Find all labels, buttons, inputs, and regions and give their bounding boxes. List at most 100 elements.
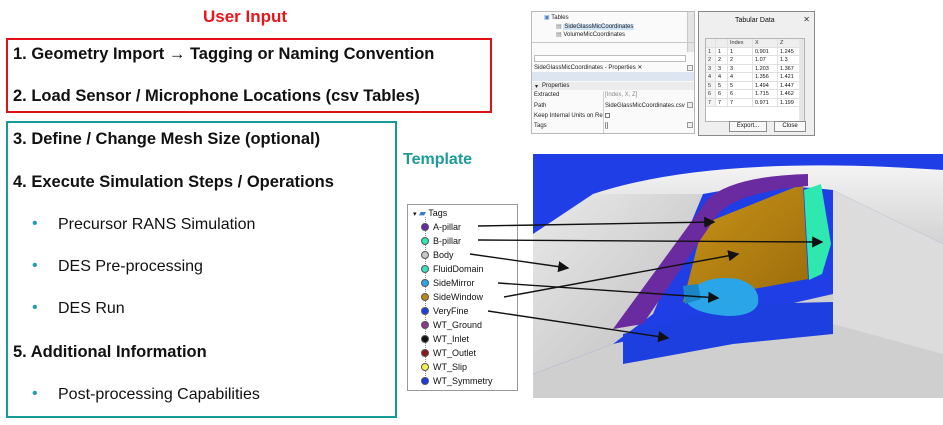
color-swatch-icon [421,335,429,343]
table-cell[interactable]: 4 [716,73,728,82]
bullet-dot-icon: • [32,215,38,232]
row-number[interactable]: 3 [706,64,716,73]
template-steps-box [6,121,397,418]
properties-toolbar [532,72,694,81]
collapse-icon[interactable]: ▾ [535,84,539,90]
table-cell[interactable]: 1.715 [753,90,778,99]
color-swatch-icon [421,223,429,231]
prop-key-path: Path [534,103,547,109]
tag-item-body[interactable]: Body [421,250,454,260]
edit-tags-button[interactable] [687,122,693,128]
step-4-execute-simulation: 4. Execute Simulation Steps / Operations [13,173,334,191]
tag-item-b-pillar[interactable]: B-pillar [421,236,461,246]
prop-value-extracted[interactable]: [Index, X, Z] [605,92,638,98]
table-grid: Index X Z 1 1 1 0.901 1.245 2 2 2 1.07 1… [706,39,803,107]
column-header[interactable] [716,39,728,48]
close-button[interactable]: Close [774,121,806,132]
browse-path-button[interactable] [687,102,693,108]
color-swatch-icon [421,293,429,301]
color-swatch-icon [421,251,429,259]
column-header-index[interactable]: Index [728,39,753,48]
tree-scrollbar[interactable] [687,12,694,52]
template-heading: Template [403,151,473,168]
pin-button[interactable] [687,65,693,71]
table-cell[interactable]: 0.901 [753,47,778,56]
row-number[interactable]: 6 [706,90,716,99]
table-cell[interactable]: 6 [728,90,753,99]
prop-value-tags[interactable]: [] [605,123,609,129]
tags-tree-panel: ▾ ▰ Tags A-pillar B-pillar Body FluidDom… [407,204,518,391]
bullet-dot-icon: • [32,257,38,274]
table-cell[interactable]: 6 [716,90,728,99]
tree-filter-input[interactable] [534,55,686,62]
table-cell[interactable]: 1.356 [753,73,778,82]
tag-item-sidemirror[interactable]: SideMirror [421,278,475,288]
tree-item-sideglassmiccoordinates[interactable]: ▤ SideGlassMicCoordinates [556,24,635,30]
table-cell[interactable]: 2 [728,56,753,65]
table-cell[interactable]: 5 [728,81,753,90]
tables-tree-root[interactable]: ▣ Tables [544,15,569,21]
bullet-precursor-rans: •Precursor RANS Simulation [32,215,256,233]
tag-item-wt-symmetry[interactable]: WT_Symmetry [421,376,493,386]
properties-group-header[interactable]: ▾ Properties [532,82,694,90]
tag-item-a-pillar[interactable]: A-pillar [421,222,461,232]
tables-properties-panel: ▣ Tables ▤ SideGlassMicCoordinates ▤ Vol… [531,11,695,134]
table-cell[interactable]: 7 [716,98,728,107]
table-cell[interactable]: 3 [716,64,728,73]
export-button[interactable]: Export... [729,121,767,132]
bullet-post-processing: •Post-processing Capabilities [32,385,260,403]
color-swatch-icon [421,307,429,315]
table-cell[interactable]: 0.971 [753,98,778,107]
row-number[interactable]: 5 [706,81,716,90]
row-number[interactable]: 1 [706,47,716,56]
table-cell[interactable]: 4 [728,73,753,82]
step-3-mesh-size: 3. Define / Change Mesh Size (optional) [13,130,321,148]
table-cell[interactable]: 2 [716,56,728,65]
tag-item-sidewindow[interactable]: SideWindow [421,292,483,302]
color-swatch-icon [421,349,429,357]
prop-key-extracted: Extracted [534,92,560,98]
car-render-viewport[interactable] [533,154,943,398]
tags-tree-root[interactable]: ▾ ▰ Tags [413,208,448,218]
table-cell[interactable]: 3 [728,64,753,73]
user-input-box [6,38,492,113]
color-swatch-icon [421,279,429,287]
prop-key-tags: Tags [534,123,547,129]
table-cell[interactable]: 1.494 [753,81,778,90]
tabular-data-dialog: Tabular Data ✕ Index X Z 1 1 1 0.901 1.2… [698,11,815,136]
close-icon[interactable]: ✕ [637,65,643,71]
row-number[interactable]: 7 [706,98,716,107]
row-number[interactable]: 4 [706,73,716,82]
tag-item-wt-inlet[interactable]: WT_Inlet [421,334,469,344]
panel-divider [532,42,694,43]
prop-checkbox-keep-internal-units[interactable] [605,113,610,120]
user-input-heading: User Input [203,7,288,26]
prop-value-path[interactable]: SideGlassMicCoordinates.csv [605,103,685,109]
table-cell[interactable]: 1 [728,47,753,56]
table-cell[interactable]: 1 [716,47,728,56]
tag-item-wt-outlet[interactable]: WT_Outlet [421,348,476,358]
collapse-icon[interactable]: ▾ [413,211,417,218]
close-icon[interactable]: ✕ [803,15,810,24]
color-swatch-icon [421,377,429,385]
tag-item-fluiddomain[interactable]: FluidDomain [421,264,484,274]
b-pillar [804,184,831,280]
table-cell[interactable]: 1.203 [753,64,778,73]
column-header-x[interactable]: X [753,39,778,48]
tree-item-volumemiccoordinates[interactable]: ▤ VolumeMicCoordinates [556,32,626,38]
tag-item-wt-ground[interactable]: WT_Ground [421,320,482,330]
properties-tab[interactable]: SideGlassMicCoordinates - Properties ✕ [534,65,643,71]
table-cell[interactable]: 5 [716,81,728,90]
bullet-des-preprocessing: •DES Pre-processing [32,257,203,275]
row-number[interactable]: 2 [706,56,716,65]
table-cell[interactable]: 7 [728,98,753,107]
color-swatch-icon [421,321,429,329]
table-cell[interactable]: 1.07 [753,56,778,65]
column-header[interactable] [706,39,716,48]
tag-item-wt-slip[interactable]: WT_Slip [421,362,467,372]
very-fine-region [623,302,833,364]
color-swatch-icon [421,237,429,245]
bullet-dot-icon: • [32,299,38,316]
tag-item-veryfine[interactable]: VeryFine [421,306,469,316]
table-scrollbar[interactable] [799,39,804,121]
